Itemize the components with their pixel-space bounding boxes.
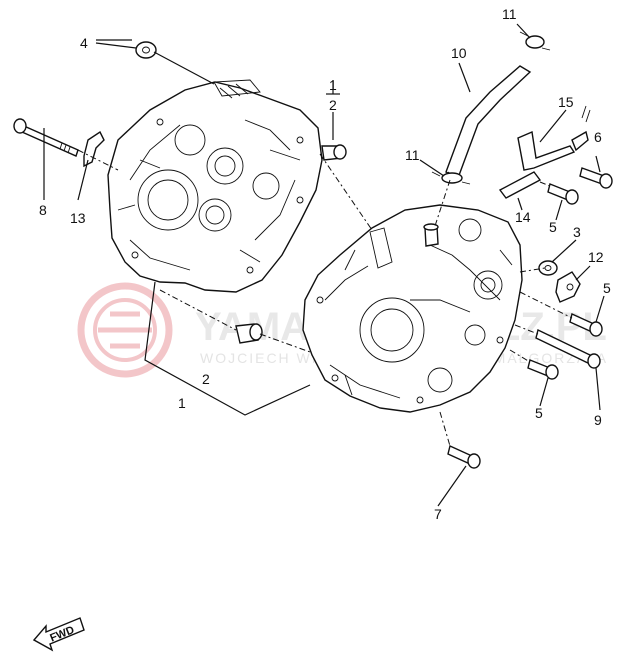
callout-7: 7 <box>434 506 442 522</box>
callout-9: 9 <box>594 412 602 428</box>
fwd-label: FWD <box>48 624 76 645</box>
leader-lines <box>43 23 605 507</box>
dowel-pin-top <box>321 144 347 161</box>
bolt-9 <box>535 328 601 369</box>
clamp-13 <box>83 130 105 168</box>
callout-12: 12 <box>588 249 604 265</box>
callout-13: 13 <box>70 210 86 226</box>
callout-6: 6 <box>594 129 602 145</box>
bolt-6 <box>579 167 613 189</box>
fwd-arrow-icon <box>32 617 85 652</box>
dowel-pin-bottom <box>235 323 263 344</box>
callout-11-mid: 11 <box>405 147 420 163</box>
callout-5-c: 5 <box>535 405 543 421</box>
callout-8: 8 <box>39 202 47 218</box>
bracket-15 <box>517 105 591 171</box>
bolt-7 <box>447 445 481 469</box>
clamp-12 <box>555 271 581 303</box>
washer-3 <box>538 260 558 276</box>
callout-2-top: 2 <box>329 97 337 113</box>
callout-14: 14 <box>515 209 531 225</box>
plate-14 <box>498 171 542 199</box>
hose-clip-top <box>519 31 551 51</box>
watermark-logo-icon <box>77 282 173 378</box>
callout-5-b: 5 <box>603 280 611 296</box>
callout-10: 10 <box>451 45 467 61</box>
callout-4: 4 <box>80 35 88 51</box>
callout-15: 15 <box>558 94 574 110</box>
callout-1-top: 1 <box>329 77 337 93</box>
callout-1-bottom: 1 <box>178 395 186 411</box>
callout-5-a: 5 <box>549 219 557 235</box>
bolt-5-c <box>527 359 559 380</box>
left-crankcase-half <box>107 79 323 293</box>
breather-hose <box>445 65 532 179</box>
fwd-arrow: FWD <box>32 617 85 652</box>
bolt-5-b <box>569 313 603 337</box>
callout-2-bottom: 2 <box>202 371 210 387</box>
bolt-5-a <box>547 183 579 205</box>
washer-4 <box>135 41 157 59</box>
bolt-8 <box>13 118 79 157</box>
callouts: 4 1 2 8 13 2 1 11 10 11 15 6 14 5 3 12 5… <box>39 6 611 522</box>
callout-3: 3 <box>573 224 581 240</box>
hose-clip-mid <box>431 171 471 185</box>
callout-11-top: 11 <box>502 6 517 22</box>
right-crankcase-half <box>302 204 523 413</box>
